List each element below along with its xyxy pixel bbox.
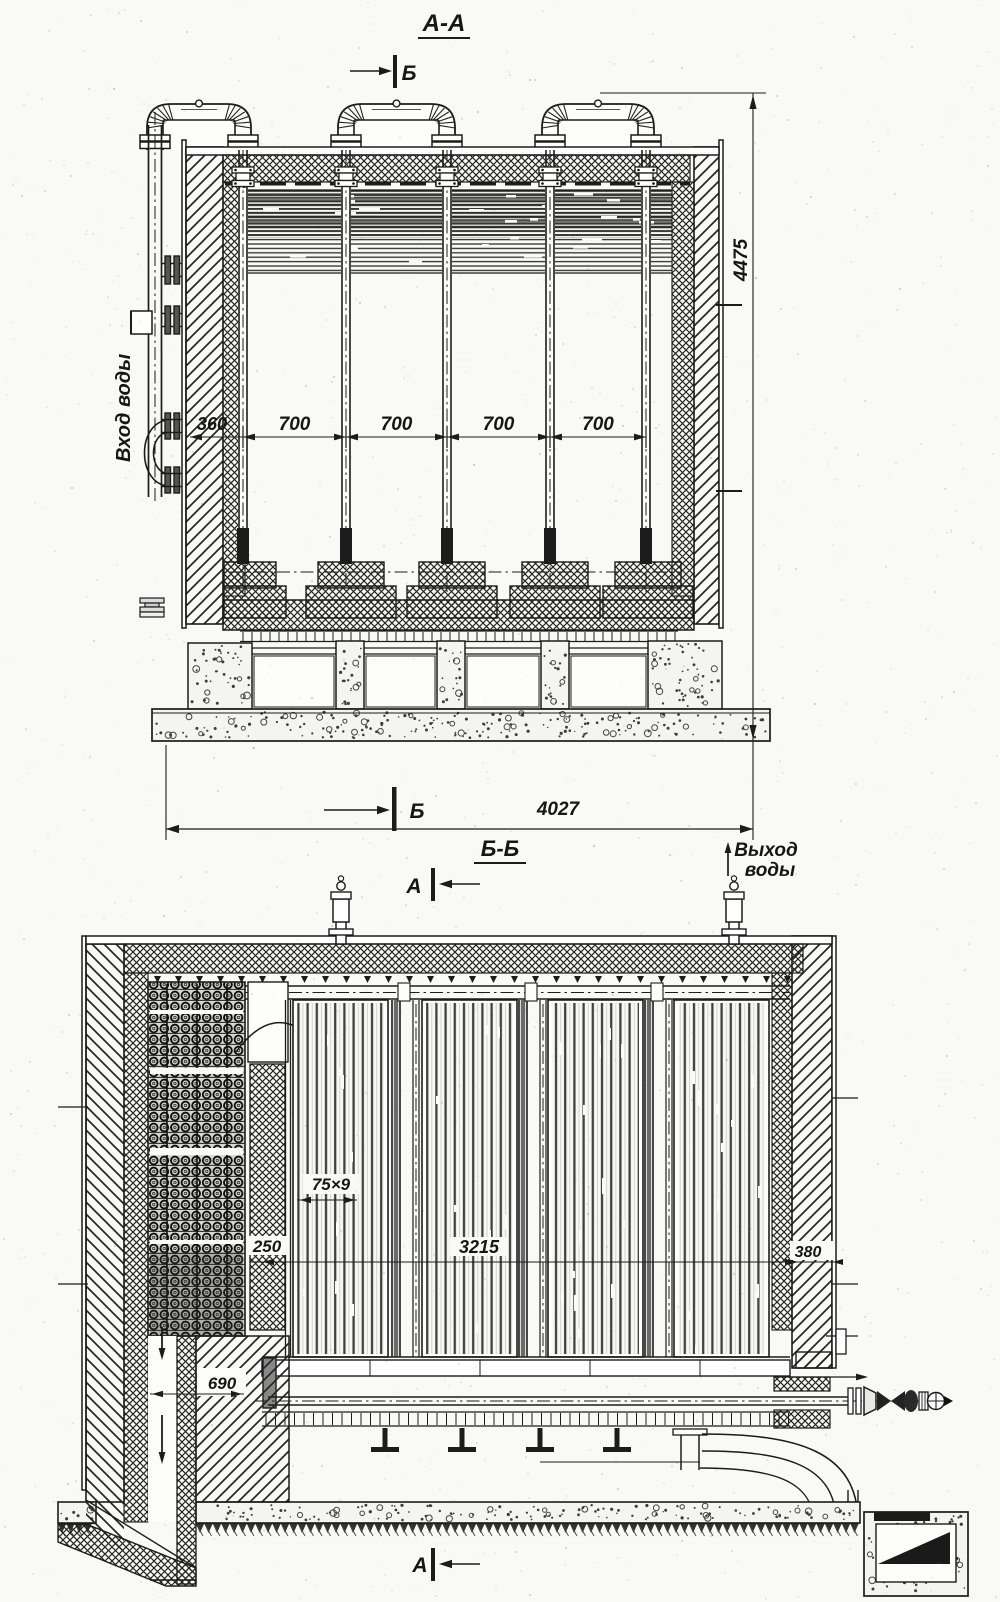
svg-text:А-А: А-А bbox=[422, 10, 466, 37]
svg-text:360: 360 bbox=[197, 414, 227, 434]
svg-text:4475: 4475 bbox=[731, 238, 752, 282]
svg-text:700: 700 bbox=[582, 414, 614, 435]
svg-text:690: 690 bbox=[208, 1374, 237, 1393]
svg-text:Б: Б bbox=[410, 800, 425, 823]
svg-text:700: 700 bbox=[279, 414, 311, 435]
svg-text:3215: 3215 bbox=[459, 1237, 500, 1257]
svg-text:воды: воды bbox=[745, 860, 796, 881]
svg-text:4027: 4027 bbox=[536, 799, 581, 820]
svg-text:Б: Б bbox=[402, 62, 417, 85]
svg-text:700: 700 bbox=[483, 414, 515, 435]
svg-text:А: А bbox=[405, 875, 421, 898]
svg-text:Выход: Выход bbox=[734, 840, 798, 861]
svg-text:700: 700 bbox=[381, 414, 413, 435]
svg-text:А: А bbox=[411, 1554, 427, 1577]
svg-text:380: 380 bbox=[795, 1244, 822, 1261]
svg-text:75×9: 75×9 bbox=[312, 1175, 351, 1194]
svg-text:Вход воды: Вход воды bbox=[113, 354, 135, 462]
svg-text:Б-Б: Б-Б bbox=[481, 836, 519, 861]
svg-text:250: 250 bbox=[252, 1237, 282, 1256]
